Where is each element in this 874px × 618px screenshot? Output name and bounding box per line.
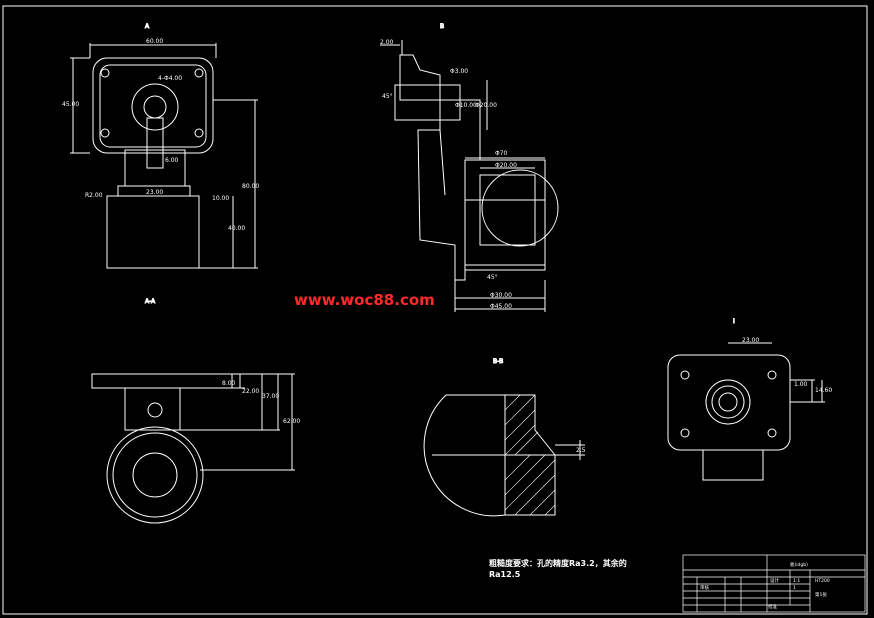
view-5: I	[667, 318, 825, 481]
view-label-d: B-B	[493, 358, 503, 365]
v2-d2: Φ10.00	[455, 102, 477, 109]
v5-h2: 14.60	[815, 387, 832, 394]
v3-c: 37.00	[262, 393, 279, 400]
v2-angle1: 45°	[382, 93, 393, 100]
watermark: www.woc88.com	[294, 291, 435, 309]
tb-qty: 1	[793, 585, 796, 591]
view-3: A-A	[91, 298, 295, 524]
v1-height: 45.00	[62, 101, 79, 108]
requirements-line2: Ra12.5	[489, 570, 521, 579]
sheet-border	[2, 5, 868, 615]
v2-top: 2.00	[380, 39, 394, 46]
detail-view: B-B	[423, 358, 585, 517]
v2-d5: Φ20.00	[495, 162, 517, 169]
v3-a: 8.00	[222, 380, 236, 387]
v2-d1: Φ3.00	[450, 68, 468, 75]
tb-name: 板(idgb)	[790, 561, 808, 568]
tb-check: 审核	[700, 584, 709, 591]
view-label-a: A	[145, 23, 150, 30]
v1-step: 10.00	[212, 195, 229, 202]
tb-sheet: 第1张	[815, 591, 827, 598]
view-1: A	[70, 23, 258, 269]
v5-h1: 1.00	[794, 381, 808, 388]
v3-d: 62.00	[283, 418, 300, 425]
v1-slot: 6.00	[165, 157, 179, 164]
detail-hatch	[504, 394, 556, 516]
requirements-line1: 粗糙度要求：孔的精度Ra3.2，其余的	[489, 558, 627, 568]
v2-d7: Φ45.00	[490, 303, 512, 310]
v1-chamfer: R2.00	[85, 192, 103, 199]
v1-overall: 80.00	[242, 183, 259, 190]
v1-width: 60.00	[146, 38, 163, 45]
v1-neck: 23.00	[146, 189, 163, 196]
detail-a: 2.5	[576, 447, 586, 454]
v2-d4: Φ70	[495, 150, 508, 157]
title-block	[682, 554, 866, 613]
tb-scale: 1:1	[793, 578, 800, 584]
v1-hole: 4-Φ4.00	[158, 75, 182, 82]
view-label-c: A-A	[145, 298, 156, 305]
tb-approve: 批准	[768, 603, 777, 610]
tb-drawn: 设计	[770, 577, 779, 584]
tb-mat: HT200	[815, 578, 830, 584]
v2-d6: Φ30.00	[490, 292, 512, 299]
v1-base: 40.00	[228, 225, 245, 232]
v2-d3: Φ20.00	[475, 102, 497, 109]
v5-w: 23.00	[742, 337, 759, 344]
v3-b: 22.00	[242, 388, 259, 395]
v2-angle2: 45°	[487, 274, 498, 281]
view-label-e: I	[733, 318, 735, 325]
view-label-b: B	[440, 23, 444, 30]
view-2: B	[380, 23, 559, 312]
